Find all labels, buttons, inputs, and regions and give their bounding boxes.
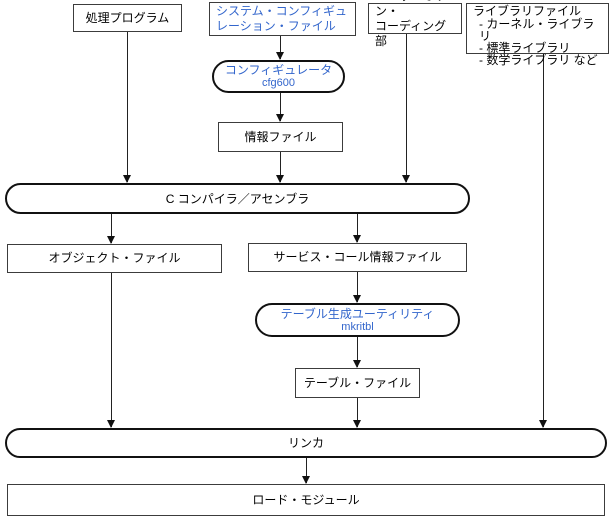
node-table-file: テーブル・ファイル (295, 368, 420, 398)
node-linker-label: リンカ (287, 436, 324, 450)
arrow-linker-to-load-module (302, 458, 311, 484)
node-configurator: コンフィギュレータ cfg600 (212, 60, 345, 93)
node-user-own-coding: ユーザ・オウン・ コーディング部 (368, 0, 462, 48)
node-process-program: 処理プログラム (73, 4, 182, 32)
arrow-compiler-to-object-file (107, 214, 116, 244)
node-library-files-label: ライブラリファイル - カーネル・ライブラリ - 標準ライブラリ - 数学ライブ… (473, 4, 598, 67)
arrow-library-files-to-linker (539, 54, 548, 428)
node-table-gen-utility-label: テーブル生成ユーティリティ (280, 306, 435, 321)
arrow-user-own-to-compiler (402, 34, 411, 183)
node-load-module-label: ロード・モジュール (252, 492, 360, 507)
node-library-files: ライブラリファイル - カーネル・ライブラリ - 標準ライブラリ - 数学ライブ… (466, 3, 609, 66)
node-process-program-label: 処理プログラム (85, 10, 170, 25)
arrow-info-file-to-compiler (276, 152, 285, 183)
node-service-call-info-file-label: サービス・コール情報ファイル (273, 250, 442, 264)
node-system-configuration-file-label: システム・コンフィギュ レーション・ファイル (216, 4, 348, 33)
node-table-gen-utility: テーブル生成ユーティリティ mkritbl (255, 303, 460, 337)
arrow-table-file-to-linker (353, 398, 362, 428)
node-configurator-label: コンフィギュレータ (224, 63, 333, 77)
node-object-file: オブジェクト・ファイル (7, 244, 222, 273)
node-object-file-label: オブジェクト・ファイル (48, 251, 181, 265)
node-c-compiler-assembler-label: C コンパイラ／アセンブラ (165, 191, 310, 206)
node-linker: リンカ (5, 428, 607, 458)
node-configurator-command: cfg600 (261, 77, 296, 89)
node-c-compiler-assembler: C コンパイラ／アセンブラ (5, 183, 470, 214)
node-user-own-coding-label: ユーザ・オウン・ コーディング部 (375, 0, 447, 48)
arrow-system-config-to-configurator (276, 36, 285, 60)
arrow-process-program-to-compiler (123, 32, 132, 183)
node-load-module: ロード・モジュール (7, 484, 605, 516)
node-info-file: 情報ファイル (218, 122, 343, 152)
arrow-object-file-to-linker (107, 273, 116, 428)
arrow-table-gen-to-table-file (353, 337, 362, 368)
node-info-file-label: 情報ファイル (244, 129, 317, 144)
node-table-file-label: テーブル・ファイル (303, 375, 412, 390)
arrow-compiler-to-service-call (353, 214, 362, 243)
arrow-configurator-to-info-file (276, 93, 285, 122)
node-service-call-info-file: サービス・コール情報ファイル (248, 243, 467, 272)
arrow-service-call-to-table-gen (353, 272, 362, 303)
node-table-gen-utility-command: mkritbl (341, 320, 374, 333)
node-system-configuration-file: システム・コンフィギュ レーション・ファイル (209, 2, 356, 36)
